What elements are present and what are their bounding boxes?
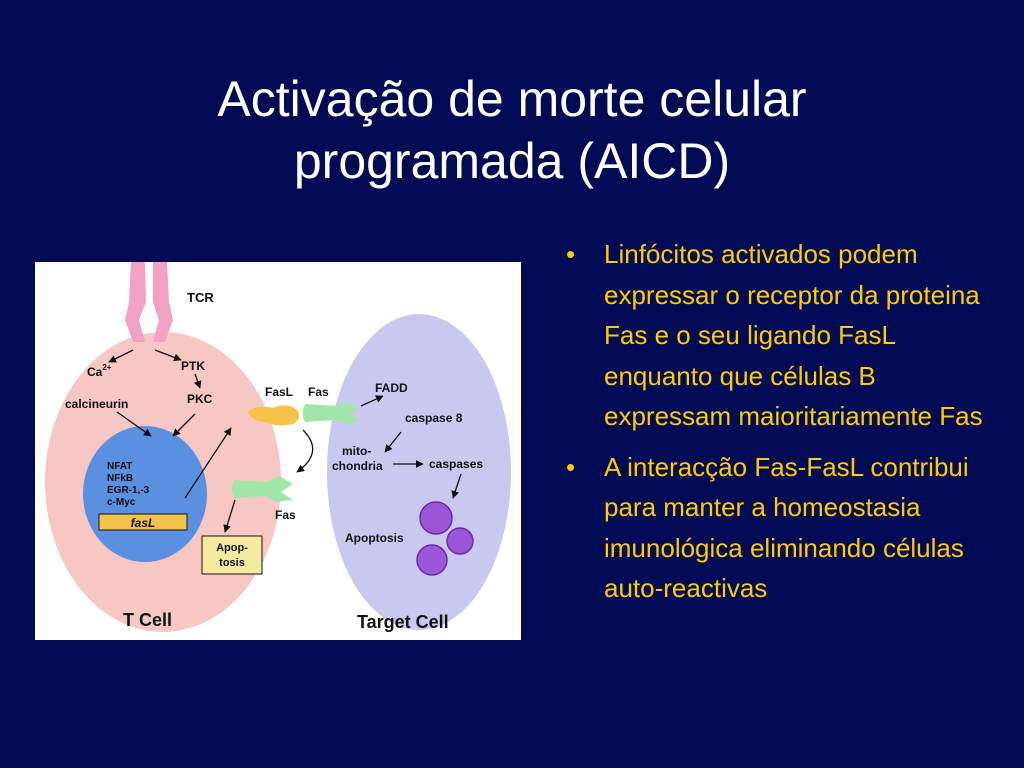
apoptotic-body-2: [446, 527, 474, 555]
bullet-list: • Linfócitos activados podem expressar o…: [560, 234, 990, 619]
label-t-cell: T Cell: [123, 610, 172, 630]
bullet-item: • A interacção Fas-FasL contribui para m…: [560, 447, 990, 609]
label-egr: EGR-1,-3: [107, 485, 150, 496]
label-fas-bottom: Fas: [275, 508, 296, 522]
slide-title-line-2: programada (AICD): [293, 133, 731, 189]
label-caspases: caspases: [429, 457, 483, 471]
tcr-receptor-right-chain: [153, 262, 173, 342]
bullet-marker: •: [566, 239, 576, 269]
label-calcineurin: calcineurin: [65, 397, 128, 411]
apoptotic-body-1: [419, 501, 453, 535]
label-nfkb: NFkB: [107, 473, 133, 484]
slide-title-line-1: Activação de morte celular: [217, 71, 807, 127]
fasl-molecule: [248, 405, 300, 426]
apoptosis-box: [201, 535, 263, 575]
label-pkc: PKC: [187, 392, 213, 406]
label-fas-top: Fas: [308, 385, 329, 399]
tcr-receptor-left-chain: [125, 262, 146, 342]
bullet-text: Linfócitos activados podem expressar o r…: [604, 239, 983, 431]
fas-receptor-target: [303, 402, 361, 424]
label-fadd: FADD: [375, 381, 408, 395]
label-mito-line1: mito-: [342, 444, 371, 458]
apoptotic-body-3: [416, 544, 448, 576]
label-apop-line1: Apop-: [216, 542, 248, 554]
label-ptk: PTK: [181, 359, 205, 373]
aicd-diagram: TCR Ca2+ calcineurin PTK PKC NFAT NFkB E…: [35, 262, 521, 640]
label-target-cell: Target Cell: [357, 612, 449, 632]
label-mito-line2: chondria: [332, 459, 383, 473]
label-apop-line2: tosis: [219, 557, 245, 569]
bullet-marker: •: [566, 451, 576, 482]
label-fasl-gene: fasL: [131, 516, 156, 530]
fas-receptor-tcell: [232, 476, 293, 502]
fasl-gene-box: [98, 513, 188, 531]
label-calcium-charge: 2+: [102, 363, 111, 372]
label-calcium-base: Ca: [87, 365, 103, 379]
label-fasl: FasL: [265, 385, 293, 399]
label-nfat: NFAT: [107, 461, 132, 472]
bullet-text: A interacção Fas-FasL contribui para man…: [604, 451, 969, 604]
label-apoptosis: Apoptosis: [345, 531, 404, 545]
label-calcium: Ca2+: [87, 363, 112, 379]
label-caspase8: caspase 8: [405, 411, 463, 425]
label-cmyc: c-Myc: [107, 497, 136, 508]
signaling-arrows: [108, 349, 462, 533]
bullet-item: • Linfócitos activados podem expressar o…: [560, 234, 990, 437]
slide-title: Activação de morte celular programada (A…: [0, 68, 1024, 192]
label-tcr: TCR: [187, 290, 214, 305]
aicd-diagram-svg: TCR Ca2+ calcineurin PTK PKC NFAT NFkB E…: [45, 262, 511, 632]
